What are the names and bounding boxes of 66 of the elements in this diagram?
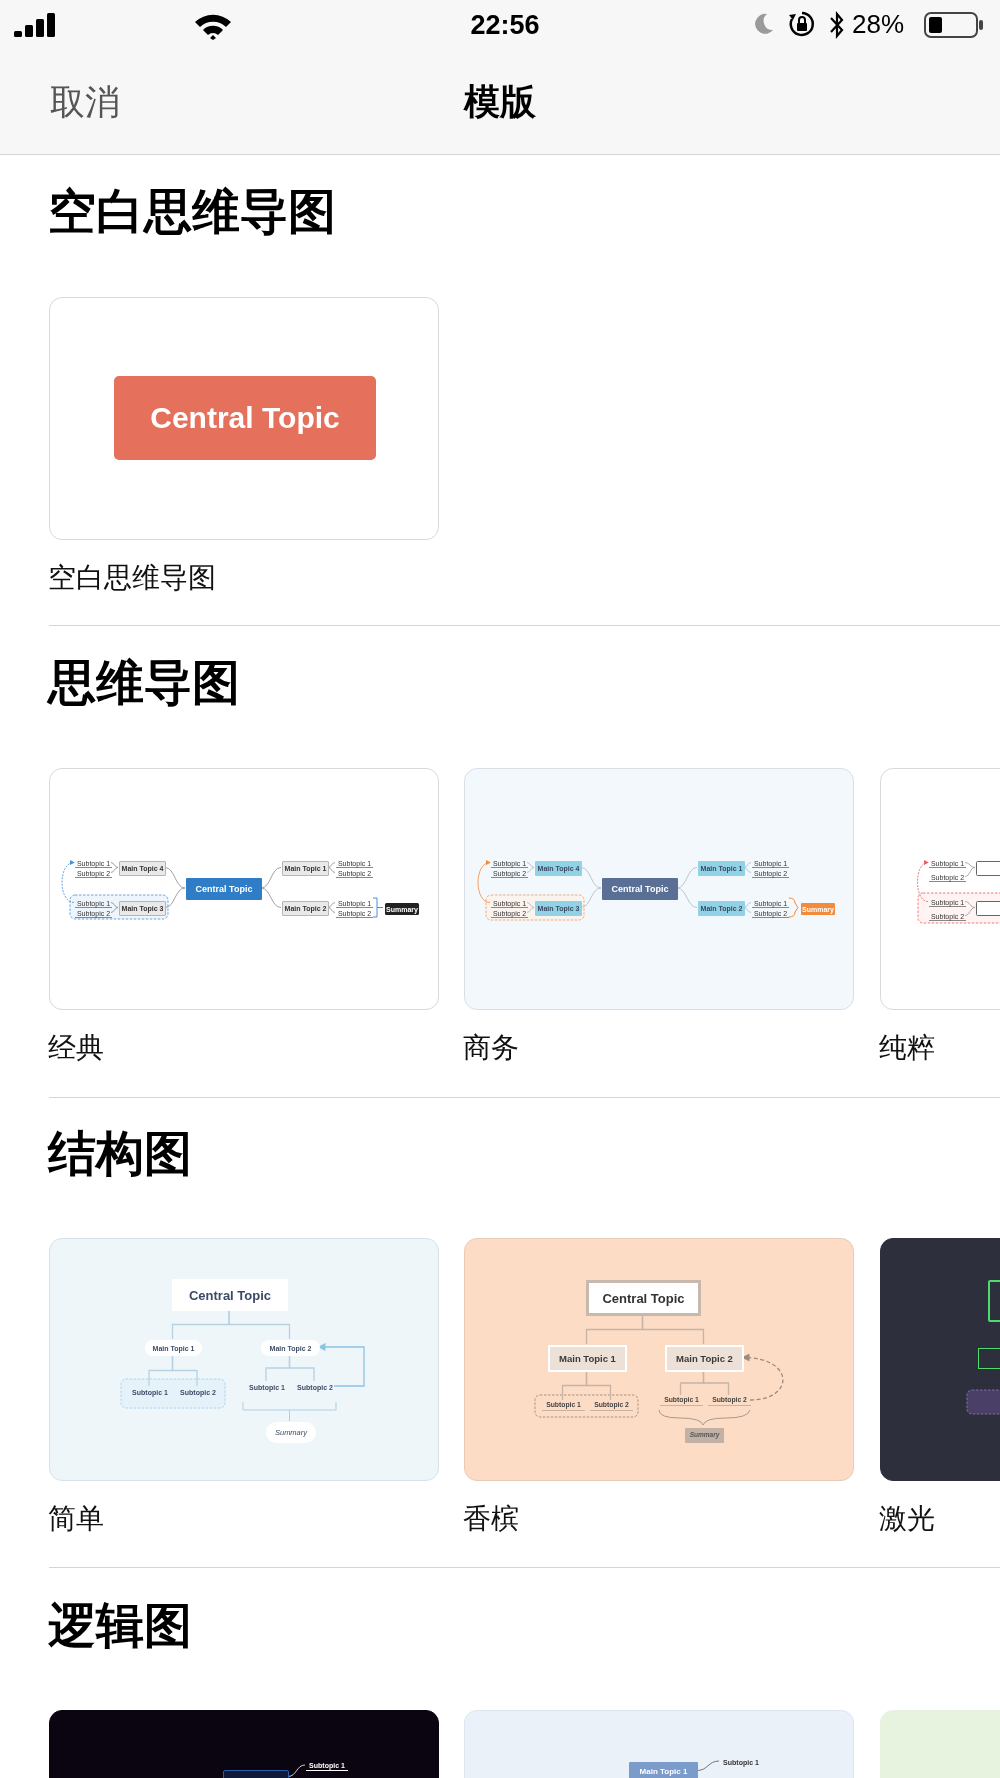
- branch-line: [327, 907, 336, 913]
- branch-line: [696, 1760, 720, 1771]
- battery-percentage: 28%: [852, 9, 905, 41]
- section-heading: 结构图: [48, 1126, 192, 1183]
- branch-line: [580, 867, 602, 889]
- branch-line: [702, 1370, 730, 1396]
- branch-line: [580, 887, 602, 908]
- topic-box: Central Topic: [186, 878, 262, 900]
- branch-line: [964, 907, 976, 916]
- topic-box: Main Topic 1: [629, 1762, 698, 1778]
- branch-line: [288, 1354, 315, 1382]
- card-caption: 纯粹: [879, 1031, 935, 1065]
- branch-line: [164, 887, 186, 908]
- template-card: [49, 1238, 439, 1481]
- cancel-link: 取消: [50, 81, 120, 123]
- template-card: [49, 297, 439, 540]
- topic-box: Central Topic: [586, 1280, 701, 1316]
- branch-line: [327, 867, 336, 873]
- template-card: [49, 768, 439, 1010]
- branch-line: [585, 1370, 612, 1401]
- card-caption: 香槟: [463, 1502, 519, 1536]
- template-card: [464, 1238, 854, 1481]
- card-caption: 商务: [463, 1031, 519, 1065]
- branch-line: [260, 867, 282, 889]
- branch-line: [327, 902, 336, 908]
- card-caption: 简单: [48, 1502, 104, 1536]
- branch-line: [676, 887, 698, 908]
- branch-line: [743, 867, 752, 873]
- status-time: 22:56: [470, 8, 540, 42]
- branch-line: [110, 867, 119, 873]
- section-heading: 逻辑图: [48, 1598, 192, 1655]
- branch-line: [110, 862, 119, 868]
- topic-box: Main Topic 2: [665, 1345, 744, 1372]
- relationship-arrow: [317, 1343, 365, 1387]
- topic-box: Central Topic: [602, 878, 678, 900]
- card-caption: 经典: [48, 1031, 104, 1065]
- branch-line: [964, 862, 976, 868]
- branch-line: [526, 867, 535, 873]
- template-card: [464, 768, 854, 1010]
- card-caption: 空白思维导图: [48, 561, 216, 595]
- branch-line: [526, 907, 535, 913]
- card-caption: 激光: [879, 1502, 935, 1536]
- branch-line: [110, 902, 119, 908]
- branch-line: [743, 862, 752, 868]
- branch-line: [526, 862, 535, 868]
- branch-line: [743, 902, 752, 908]
- branch-line: [171, 1354, 198, 1387]
- branch-line: [743, 907, 752, 913]
- branch-line: [327, 862, 336, 868]
- branch-line: [287, 1764, 306, 1777]
- branch-line: [676, 867, 698, 889]
- section-heading: 空白思维导图: [48, 184, 336, 241]
- branch-line: [260, 887, 282, 908]
- branch-line: [964, 867, 976, 877]
- section-heading: 思维导图: [48, 655, 240, 712]
- branch-line: [526, 902, 535, 908]
- relationship-arrow: [741, 1354, 784, 1401]
- branch-line: [164, 867, 186, 889]
- branch-line: [228, 1309, 291, 1340]
- screen-title: 模版: [464, 80, 536, 124]
- topic-box: Central Topic: [172, 1279, 288, 1311]
- branch-line: [641, 1314, 705, 1345]
- branch-line: [964, 901, 976, 908]
- branch-line: [110, 907, 119, 913]
- topic-box: Central Topic: [114, 376, 376, 460]
- topic-box: Main Topic 1: [548, 1345, 627, 1372]
